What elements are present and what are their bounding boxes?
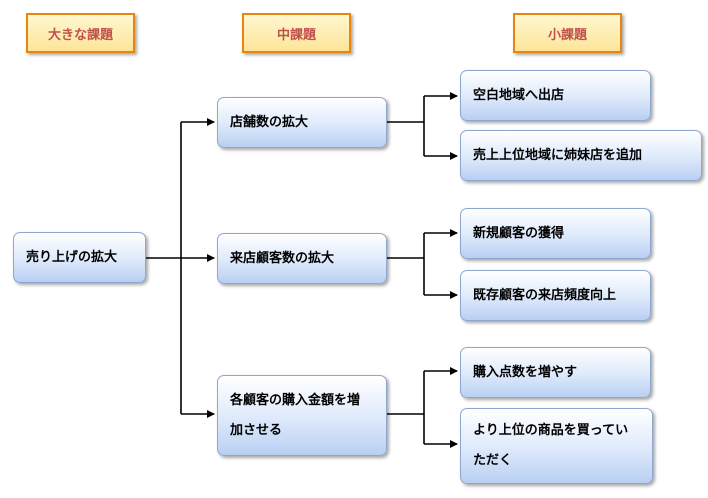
node-small-3-label: 新規顧客の獲得: [473, 225, 565, 241]
node-small-2-label: 売上上位地域に姉妹店を追加: [473, 147, 643, 163]
node-small-4-label: 既存顧客の来店頻度向上: [473, 287, 617, 303]
node-medium-2: 来店顧客数の拡大: [217, 233, 387, 284]
node-small-2: 売上上位地域に姉妹店を追加: [460, 130, 702, 181]
node-small-5-label: 購入点数を増やす: [473, 364, 578, 380]
header-small-issue-label: 小課題: [547, 27, 587, 43]
node-small-4: 既存顧客の来店頻度向上: [460, 270, 651, 321]
node-medium-1-label: 店舗数の拡大: [230, 114, 309, 130]
node-small-6: より上位の商品を買っていただく: [460, 408, 653, 484]
header-large-issue-label: 大きな課題: [47, 27, 113, 43]
node-small-3: 新規顧客の獲得: [460, 208, 651, 259]
node-medium-3-label: 各顧客の購入金額を増加させる: [230, 392, 361, 438]
header-medium-issue: 中課題: [242, 13, 351, 53]
header-medium-issue-label: 中課題: [276, 27, 316, 43]
node-root-issue-label: 売り上げの拡大: [26, 249, 118, 265]
node-medium-3: 各顧客の購入金額を増加させる: [217, 375, 387, 456]
node-small-1: 空白地域へ出店: [460, 70, 651, 121]
node-root-issue: 売り上げの拡大: [13, 232, 146, 283]
node-small-6-label: より上位の商品を買っていただく: [473, 423, 629, 468]
node-small-5: 購入点数を増やす: [460, 347, 651, 398]
node-medium-1: 店舗数の拡大: [217, 97, 387, 148]
node-medium-2-label: 来店顧客数の拡大: [230, 250, 335, 266]
node-small-1-label: 空白地域へ出店: [473, 87, 565, 103]
header-large-issue: 大きな課題: [26, 13, 135, 53]
header-small-issue: 小課題: [513, 13, 622, 53]
